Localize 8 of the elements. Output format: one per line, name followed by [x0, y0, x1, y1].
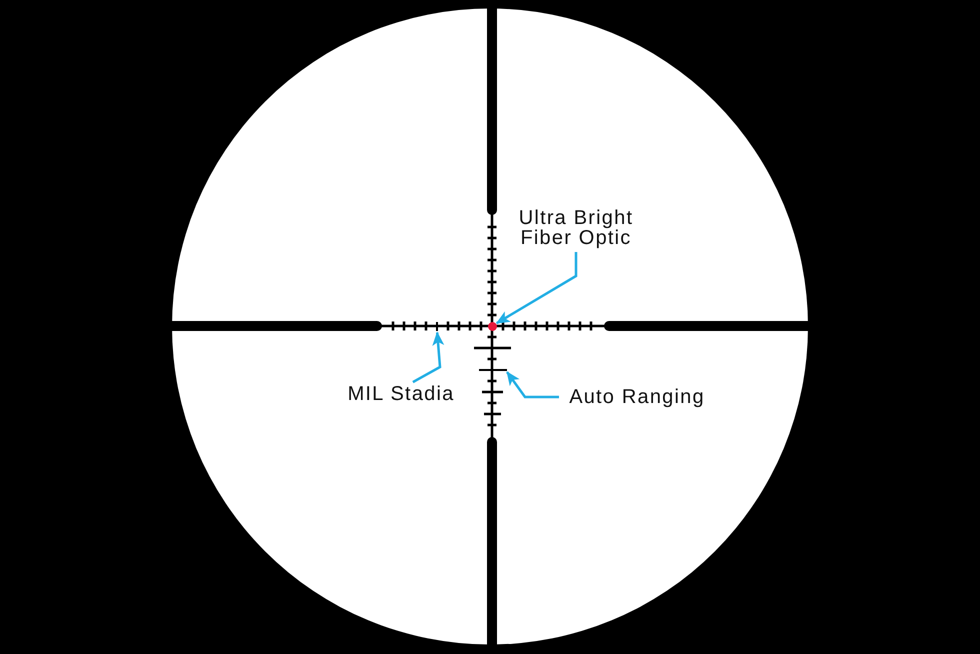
- callout-label: MIL Stadia: [341, 384, 461, 404]
- leader-arrow: [412, 332, 444, 384]
- leader-arrow: [496, 252, 578, 324]
- stadia-tick-mark: [436, 322, 438, 330]
- leader-arrow: [506, 371, 559, 398]
- callout-label: Auto Ranging: [562, 387, 712, 407]
- callout-label: Ultra Bright Fiber Optic: [506, 208, 646, 248]
- ranging-bar: [478, 368, 506, 372]
